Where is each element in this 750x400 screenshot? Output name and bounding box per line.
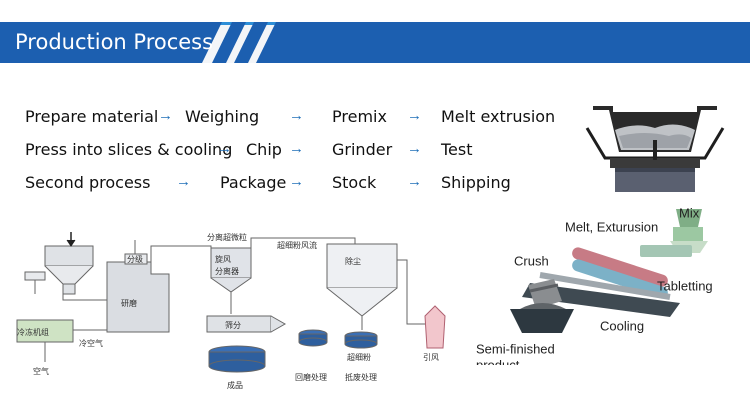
label-classifier: 分级: [127, 254, 143, 264]
arrow: →: [289, 107, 304, 124]
step-stock: Stock: [332, 173, 377, 192]
arrow: →: [407, 107, 422, 124]
step-prepare-material: Prepare material: [25, 107, 159, 126]
label-sieve: 筛分: [225, 320, 241, 330]
label-chiller: 冷冻机组: [17, 327, 49, 337]
label-ultrafine: 超细粉: [347, 352, 371, 362]
arrow: →: [176, 173, 191, 190]
label-crush: Crush: [514, 254, 549, 269]
label-cyclone: 旋风: [215, 254, 231, 264]
step-press-slices: Press into slices & cooling: [25, 140, 233, 159]
arrow: →: [217, 140, 232, 157]
page-title: Production Process: [15, 30, 214, 54]
label-cooling: Cooling: [600, 319, 644, 334]
label-draft: 引风: [423, 353, 439, 362]
step-weighing: Weighing: [185, 107, 260, 126]
label-semi-finished: Semi-finished: [476, 342, 555, 357]
step-package: Package: [220, 173, 287, 192]
arrow: →: [289, 140, 304, 157]
label-separator: 分离器: [215, 266, 239, 276]
label-air: 空气: [33, 366, 49, 376]
step-shipping: Shipping: [441, 173, 511, 192]
label-cold-air: 冷空气: [79, 338, 103, 348]
arrow: →: [407, 173, 422, 190]
label-waste: 抵废处理: [345, 372, 377, 382]
label-ultrafine-air: 超细粉风流: [277, 240, 317, 250]
label-grinding: 研磨: [121, 298, 137, 308]
step-grinder: Grinder: [332, 140, 393, 159]
arrow: →: [289, 173, 304, 190]
step-second-process: Second process: [25, 173, 151, 192]
header-banner: [0, 22, 750, 63]
label-tabletting: Tabletting: [657, 279, 713, 294]
label-dust: 除尘: [345, 256, 361, 266]
step-chip: Chip: [246, 140, 282, 159]
label-product-en: product: [476, 358, 520, 365]
step-test: Test: [441, 140, 473, 159]
label-product: 成品: [227, 380, 243, 390]
grinding-plant-diagram: 冷冻机组 分离超微粒 超细粉风流 分级 旋风 分离器 除尘 研磨 冷空气 空气 …: [16, 232, 446, 390]
label-separator-fine: 分离超微粒: [207, 232, 247, 242]
step-premix: Premix: [332, 107, 387, 126]
step-melt-extrusion: Melt extrusion: [441, 107, 556, 126]
label-recycle: 回磨处理: [295, 372, 327, 382]
arrow: →: [407, 140, 422, 157]
mixer-machine-image: [585, 106, 725, 192]
arrow: →: [158, 107, 173, 124]
label-mix: Mix: [679, 206, 700, 221]
label-melt-extrusion: Melt, Exturusion: [565, 220, 658, 235]
extrusion-line-illustration: Mix Melt, Exturusion Crush Tabletting Co…: [476, 206, 713, 365]
